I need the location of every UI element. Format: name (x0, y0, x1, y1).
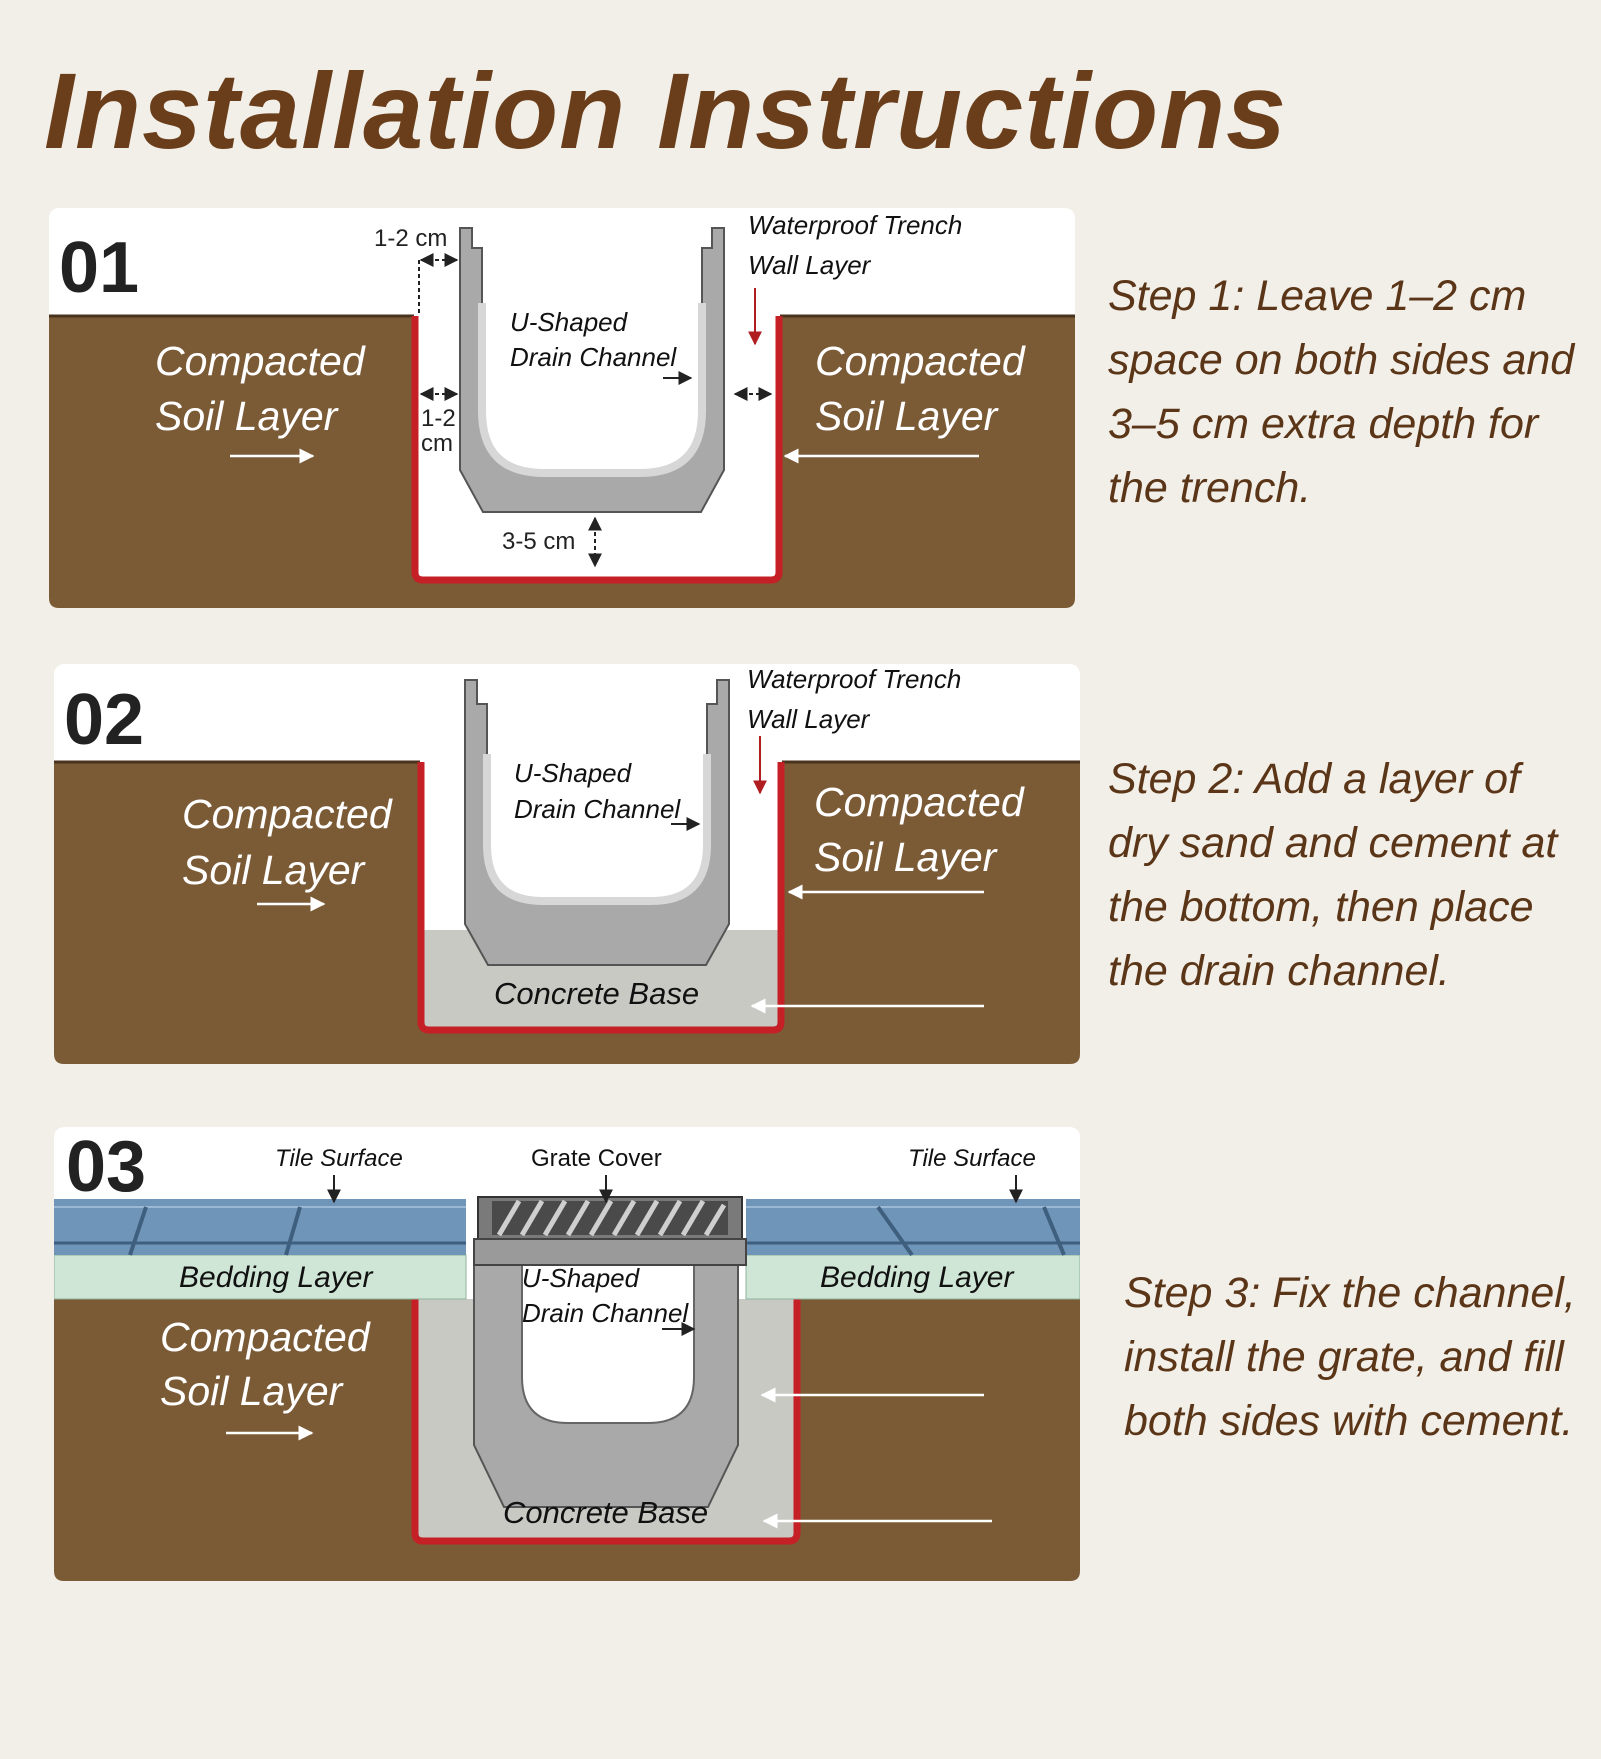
step-3-diagram: 03 Tile Surface Grate Cover Tile Surface… (54, 1127, 1080, 1581)
channel-label-line2: Drain Channel (514, 794, 681, 824)
tile-surface-label-left: Tile Surface (275, 1145, 403, 1172)
step-number: 03 (66, 1127, 146, 1207)
soil-label-left: Compacted (182, 791, 393, 837)
grate-cover (473, 1196, 747, 1266)
channel-interior (521, 1262, 695, 1424)
bedding-layer-label-left: Bedding Layer (179, 1261, 373, 1294)
wall-label-line2: Wall Layer (748, 250, 872, 280)
tile-surface-left (54, 1199, 466, 1256)
channel-label-line2: Drain Channel (510, 342, 677, 372)
soil-label-right-line2: Soil Layer (814, 834, 999, 880)
soil-label-left-line2: Soil Layer (160, 1368, 345, 1414)
compacted-soil (54, 761, 1080, 1064)
concrete-base-label: Concrete Base (494, 976, 699, 1011)
grate-cover-label: Grate Cover (531, 1145, 662, 1172)
gap-label-top: 1-2 cm (374, 225, 447, 252)
waterproof-wall (417, 762, 785, 1034)
gap-label-side-unit: cm (421, 430, 453, 457)
step-number: 02 (64, 680, 144, 760)
channel-label: U-Shaped (522, 1263, 641, 1293)
soil-label-left: Compacted (155, 338, 366, 384)
soil-label-left-line2: Soil Layer (182, 847, 367, 893)
wall-label: Waterproof Trench (747, 664, 961, 694)
tile-surface-right (746, 1199, 1080, 1257)
channel-label-line2: Drain Channel (522, 1298, 689, 1328)
channel-label: U-Shaped (510, 307, 629, 337)
soil-label-right: Compacted (815, 338, 1026, 384)
step-1-diagram: 01 1-2 cm 1-2 cm 3-5 cm Waterproof Trenc… (49, 208, 1075, 608)
step-2-description: Step 2: Add a layer of dry sand and ceme… (1108, 755, 1558, 995)
soil-label-right: Compacted (814, 779, 1025, 825)
step-2-diagram: 02 Waterproof Trench Wall Layer U-Shaped… (54, 664, 1080, 1064)
waterproof-wall (411, 1299, 801, 1545)
channel-label: U-Shaped (514, 758, 633, 788)
waterproof-wall (411, 316, 783, 584)
bedding-layer-label-right: Bedding Layer (820, 1261, 1014, 1294)
concrete-base-label: Concrete Base (503, 1495, 708, 1530)
step-number: 01 (59, 228, 139, 308)
compacted-soil (49, 315, 1075, 608)
bedding-layer-left (54, 1254, 467, 1300)
soil-label-right-line2: Soil Layer (815, 393, 1000, 439)
soil-label-left: Compacted (160, 1314, 371, 1360)
soil-label-left-line2: Soil Layer (155, 393, 340, 439)
gap-label-side: 1-2 (421, 405, 456, 432)
depth-label: 3-5 cm (502, 528, 575, 555)
wall-label: Waterproof Trench (748, 210, 962, 240)
tile-surface-label-right: Tile Surface (908, 1145, 1036, 1172)
page-title: Installation Instructions (44, 50, 1288, 171)
step-3-description: Step 3: Fix the channel, install the gra… (1124, 1269, 1576, 1445)
wall-label-line2: Wall Layer (747, 704, 871, 734)
step-1-description: Step 1: Leave 1–2 cm space on both sides… (1108, 272, 1575, 512)
